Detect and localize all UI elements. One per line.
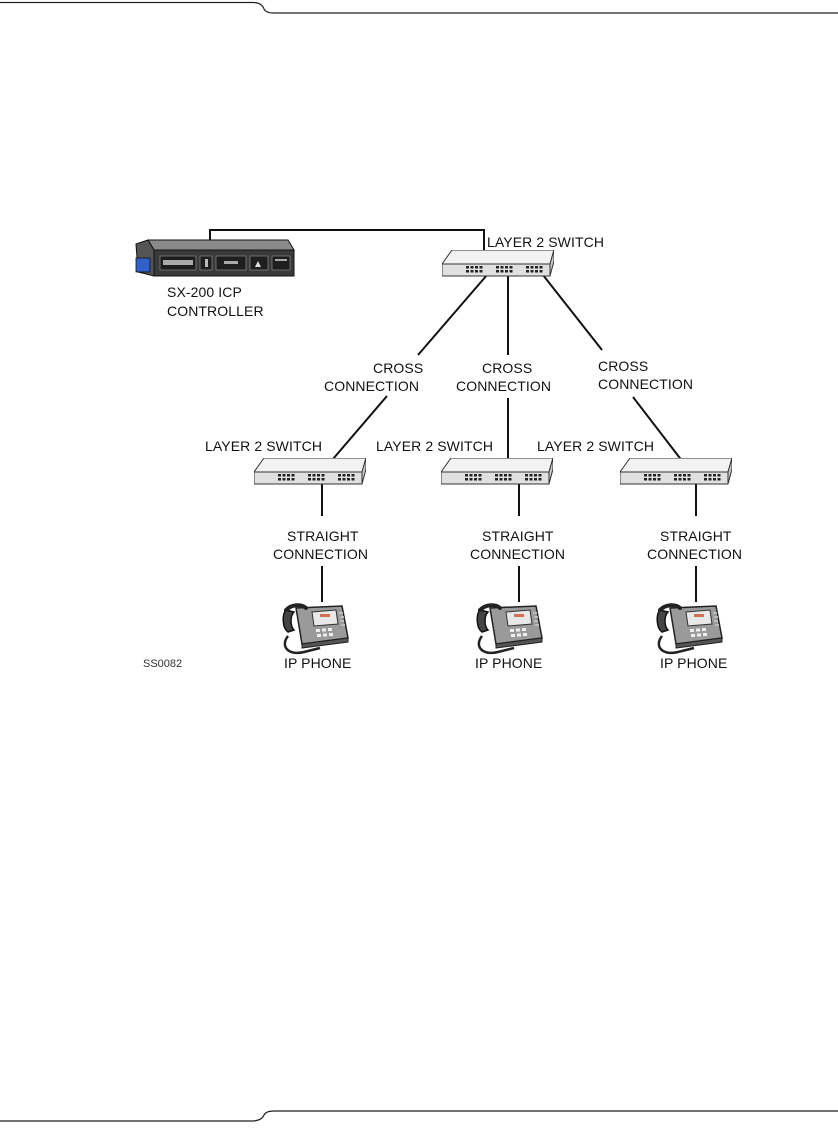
straight-connection-left-line2: CONNECTION xyxy=(273,546,368,562)
switch-top-icon xyxy=(442,250,554,277)
switch-right-label: LAYER 2 SWITCH xyxy=(537,438,654,454)
straight-connection-right-line1: STRAIGHT xyxy=(660,528,732,544)
cross-connection-right xyxy=(542,274,603,351)
cross-connection-middle-line1: CROSS xyxy=(482,360,532,376)
ip-phone-left-icon xyxy=(281,603,350,655)
page-frame-bottom xyxy=(0,1110,838,1122)
cross-connection-middle-line2: CONNECTION xyxy=(456,378,551,394)
ip-phone-middle-icon xyxy=(475,603,544,655)
cross-connection-right-line1: CROSS xyxy=(598,358,648,374)
cross-connection-left xyxy=(417,274,488,356)
switch-middle-label: LAYER 2 SWITCH xyxy=(376,438,493,454)
switch-left-icon xyxy=(254,458,366,485)
ip-phone-right-label: IP PHONE xyxy=(660,655,727,671)
cross-connection-right-lower xyxy=(632,396,687,467)
cross-connection-right-line2: CONNECTION xyxy=(598,376,693,392)
switch-left-label: LAYER 2 SWITCH xyxy=(205,438,322,454)
switch-top-label: LAYER 2 SWITCH xyxy=(487,234,604,250)
ip-phone-left-label: IP PHONE xyxy=(284,655,351,671)
controller-label-line2: CONTROLLER xyxy=(167,303,264,319)
straight-connection-right-line2: CONNECTION xyxy=(647,546,742,562)
cross-connection-left-line1: CROSS xyxy=(373,360,423,376)
switch-middle-icon xyxy=(441,458,553,485)
straight-connection-middle-line1: STRAIGHT xyxy=(482,528,554,544)
page-frame-top xyxy=(0,1,838,14)
switch-right-icon xyxy=(620,458,732,485)
straight-connection-left-line1: STRAIGHT xyxy=(287,528,359,544)
ip-phone-middle-label: IP PHONE xyxy=(475,655,542,671)
figure-code: SS0082 xyxy=(143,658,182,670)
cross-connection-left-lower xyxy=(326,395,388,467)
straight-connection-middle-line2: CONNECTION xyxy=(470,546,565,562)
controller-icon xyxy=(135,239,295,277)
controller-label-line1: SX-200 ICP xyxy=(167,284,242,300)
cross-connection-left-line2: CONNECTION xyxy=(324,378,419,394)
ip-phone-right-icon xyxy=(655,603,724,655)
